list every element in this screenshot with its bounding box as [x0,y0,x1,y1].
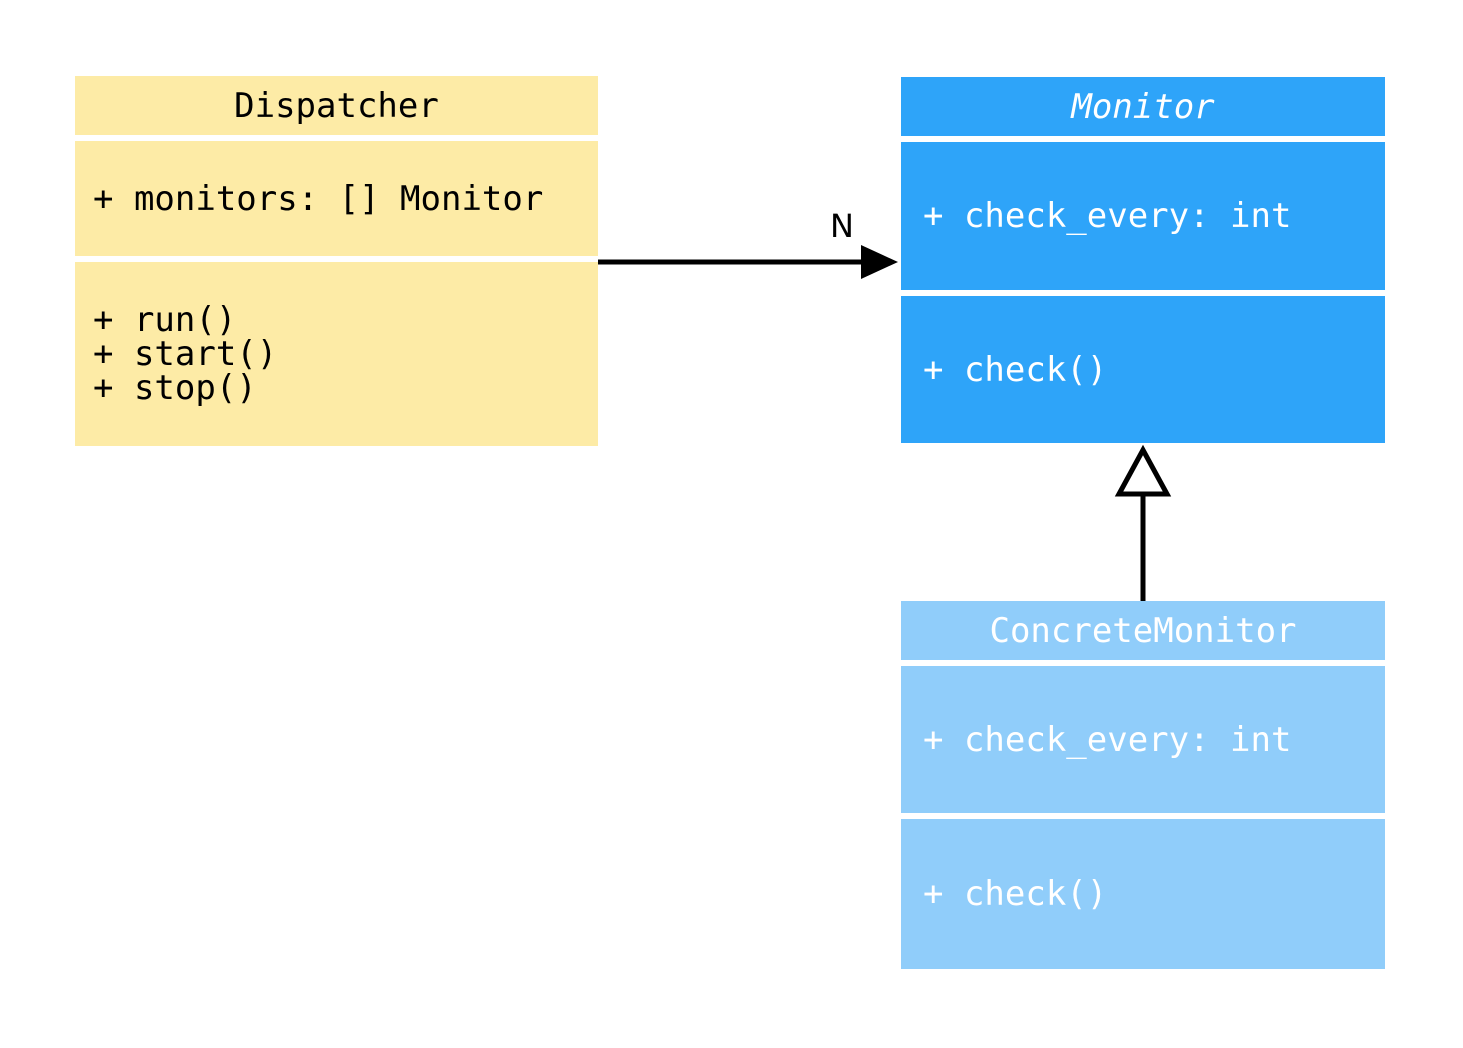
class-box-monitor: Monitor + check_every: int + check() [901,77,1385,443]
class-title: ConcreteMonitor [901,601,1385,660]
hollow-triangle-arrowhead-icon [1114,444,1172,497]
attribute-line: + monitors: [] Monitor [93,178,544,219]
method-line: + check() [923,349,1108,390]
class-methods-section: + check() [901,296,1385,443]
class-box-concrete-monitor: ConcreteMonitor + check_every: int + che… [901,601,1385,969]
association-multiplicity-label: N [830,207,854,245]
association-arrow [598,245,898,279]
class-title: Dispatcher [75,76,598,135]
class-title: Monitor [901,77,1385,136]
method-line: + start() [93,334,278,374]
method-line: + stop() [93,368,257,408]
class-attributes-section: + check_every: int [901,666,1385,813]
class-methods-section: + run() + start() + stop() [75,262,598,446]
method-line: + run() [93,300,237,340]
class-attributes-section: + check_every: int [901,142,1385,290]
attribute-line: + check_every: int [923,719,1292,760]
class-box-dispatcher: Dispatcher + monitors: [] Monitor + run(… [75,76,598,446]
class-methods-section: + check() [901,819,1385,969]
filled-arrowhead-icon [861,245,898,279]
method-line: + check() [923,874,1108,914]
attribute-line: + check_every: int [923,196,1292,236]
class-attributes-section: + monitors: [] Monitor [75,141,598,256]
inheritance-arrow [1114,444,1172,601]
